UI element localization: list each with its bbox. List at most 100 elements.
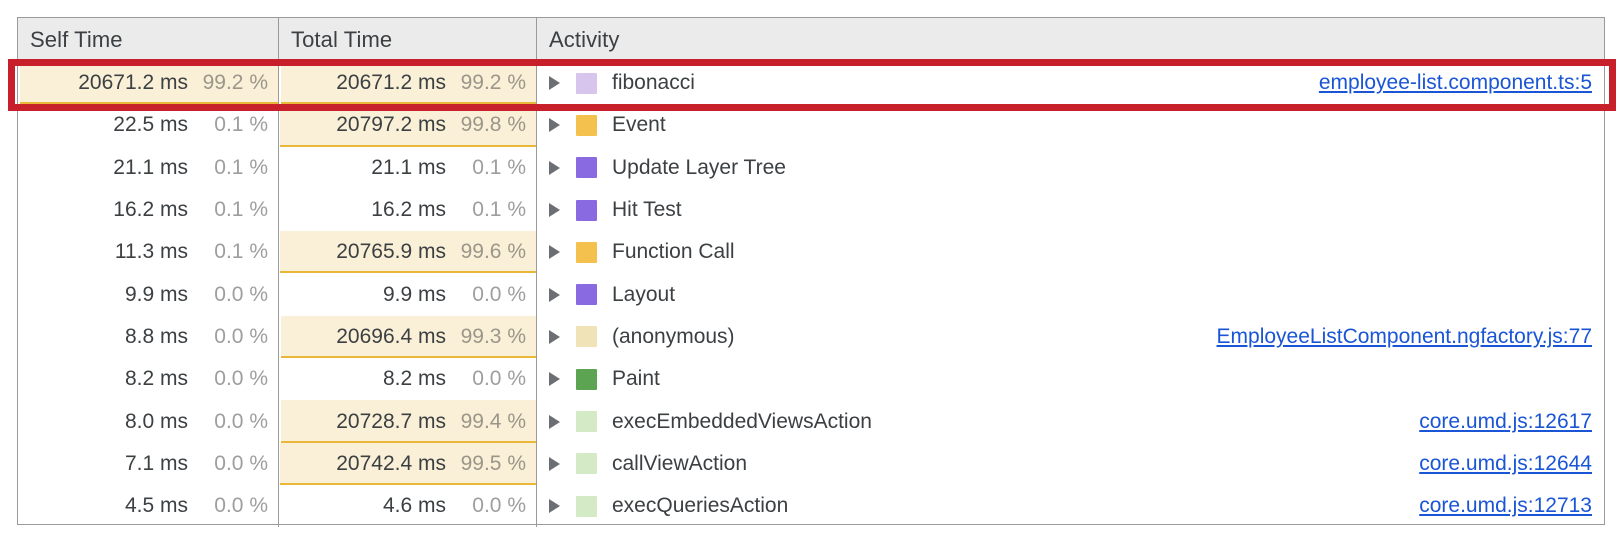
total-time-value: 4.6 ms xyxy=(382,494,446,518)
activity-color-painting-icon xyxy=(576,368,597,390)
activity-color-scripting-icon xyxy=(576,241,597,263)
self-time-value: 8.8 ms xyxy=(124,324,188,348)
self-time-percent: 0.1 % xyxy=(214,113,268,137)
expand-triangle-icon[interactable] xyxy=(549,245,560,260)
total-time-percent: 99.2 % xyxy=(460,71,526,95)
cell-activity: Layout xyxy=(537,273,1604,315)
cell-self-time: 20671.2 ms 99.2 % xyxy=(18,62,279,105)
total-time-percent: 0.0 % xyxy=(472,367,526,391)
activity-label: Function Call xyxy=(612,240,735,264)
expand-triangle-icon[interactable] xyxy=(549,414,560,429)
source-location-link[interactable]: core.umd.js:12644 xyxy=(1419,451,1592,475)
source-location-link[interactable]: employee-list.component.ts:5 xyxy=(1318,71,1592,95)
self-time-percent: 99.2 % xyxy=(202,71,268,95)
activity-color-scripting-icon xyxy=(576,114,597,136)
expand-triangle-icon[interactable] xyxy=(549,499,560,514)
column-header-activity[interactable]: Activity xyxy=(537,18,1604,61)
activity-color-scripting-light-icon xyxy=(576,72,597,94)
cell-activity: Hit Test xyxy=(537,189,1604,231)
self-time-value: 8.2 ms xyxy=(124,367,188,391)
activity-label: Paint xyxy=(612,367,660,391)
activity-color-painting-pale-icon xyxy=(576,453,597,475)
expand-triangle-icon[interactable] xyxy=(549,76,560,91)
activity-label: (anonymous) xyxy=(612,324,735,348)
total-time-value: 8.2 ms xyxy=(382,367,446,391)
column-header-total-time[interactable]: Total Time xyxy=(279,18,537,61)
source-location-link[interactable]: core.umd.js:12713 xyxy=(1419,494,1592,518)
expand-triangle-icon[interactable] xyxy=(549,287,560,302)
total-time-value: 21.1 ms xyxy=(371,155,446,179)
column-header-self-time-label: Self Time xyxy=(30,26,123,52)
self-time-percent: 0.0 % xyxy=(214,451,268,475)
total-time-value: 20797.2 ms xyxy=(336,113,446,137)
activity-color-rendering-icon xyxy=(576,284,597,306)
self-time-value: 20671.2 ms xyxy=(78,71,188,95)
expand-triangle-icon[interactable] xyxy=(549,203,560,218)
cell-activity: Function Call xyxy=(537,231,1604,273)
table-row[interactable]: 16.2 ms 0.1 % 16.2 ms 0.1 % Hit Test xyxy=(18,188,1604,232)
total-time-percent: 0.1 % xyxy=(472,198,526,222)
self-time-value: 8.0 ms xyxy=(124,409,188,433)
self-time-value: 21.1 ms xyxy=(113,155,188,179)
total-time-value: 20742.4 ms xyxy=(336,451,446,475)
total-time-percent: 0.0 % xyxy=(472,494,526,518)
activity-color-rendering-icon xyxy=(576,199,597,221)
column-header-total-time-label: Total Time xyxy=(291,26,393,52)
cell-activity: (anonymous) EmployeeListComponent.ngfacto… xyxy=(537,316,1604,358)
table-row[interactable]: 8.2 ms 0.0 % 8.2 ms 0.0 % Paint xyxy=(18,358,1604,401)
source-location-link[interactable]: EmployeeListComponent.ngfactory.js:77 xyxy=(1216,324,1592,348)
self-time-percent: 0.0 % xyxy=(214,324,268,348)
self-time-percent: 0.0 % xyxy=(214,494,268,518)
cell-activity: Event xyxy=(537,104,1604,146)
table-row[interactable]: 20671.2 ms 99.2 % 20671.2 ms 99.2 % fibonacc… xyxy=(18,62,1604,105)
activity-label: Hit Test xyxy=(612,198,682,222)
self-time-percent: 0.0 % xyxy=(214,409,268,433)
column-header-self-time[interactable]: Self Time xyxy=(18,18,279,61)
source-location-link[interactable]: core.umd.js:12617 xyxy=(1419,409,1592,433)
column-header-activity-label: Activity xyxy=(549,26,620,52)
expand-triangle-icon[interactable] xyxy=(549,160,560,175)
expand-triangle-icon[interactable] xyxy=(549,118,560,133)
self-time-percent: 0.0 % xyxy=(214,282,268,306)
self-time-value: 16.2 ms xyxy=(113,198,188,222)
total-time-value: 16.2 ms xyxy=(371,198,446,222)
expand-triangle-icon[interactable] xyxy=(549,456,560,471)
total-time-percent: 99.6 % xyxy=(460,240,526,264)
expand-triangle-icon[interactable] xyxy=(549,329,560,344)
total-time-value: 20671.2 ms xyxy=(336,71,446,95)
cell-self-time: 8.8 ms 0.0 % xyxy=(18,315,279,359)
self-time-percent: 0.1 % xyxy=(214,155,268,179)
activity-color-painting-pale-icon xyxy=(576,495,597,517)
self-time-percent: 0.0 % xyxy=(214,367,268,391)
activity-label: Event xyxy=(612,113,666,137)
cell-activity: Paint xyxy=(537,358,1604,400)
self-time-percent: 0.1 % xyxy=(214,198,268,222)
activity-color-rendering-icon xyxy=(576,157,597,179)
cell-activity: execEmbeddedViewsAction core.umd.js:12617 xyxy=(537,400,1604,442)
activity-label: execEmbeddedViewsAction xyxy=(612,409,872,433)
total-time-value: 20728.7 ms xyxy=(336,409,446,433)
activity-color-scripting-pale-icon xyxy=(576,326,597,348)
expand-triangle-icon[interactable] xyxy=(549,372,560,387)
